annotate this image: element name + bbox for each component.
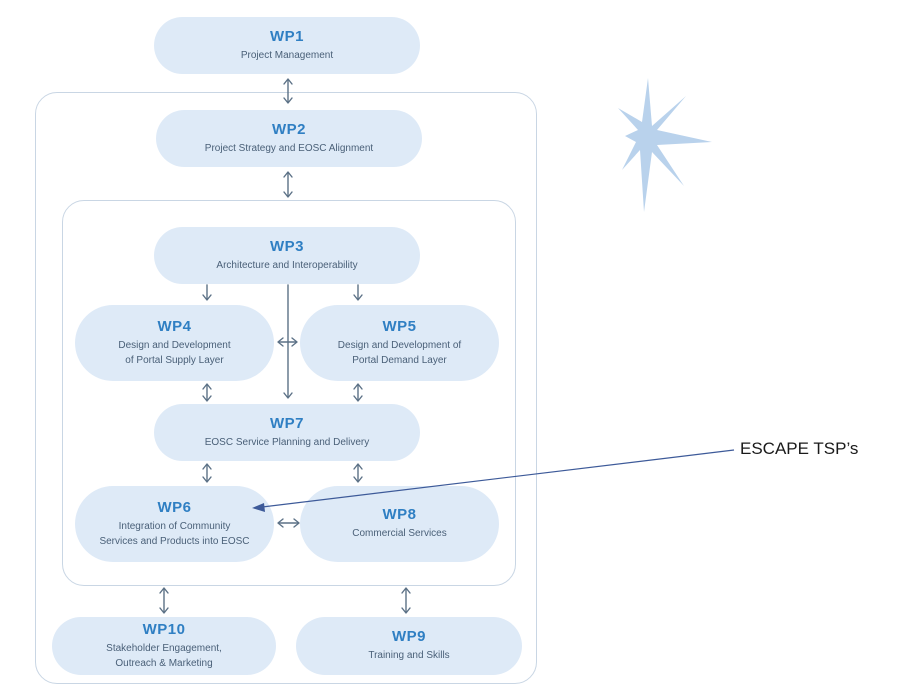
arrow-wp1-wp2: [283, 78, 293, 104]
wp7-description: EOSC Service Planning and Delivery: [204, 436, 370, 448]
wp1-title: WP1: [269, 27, 304, 45]
outer-frame: [35, 92, 537, 684]
wp4-title: WP4: [157, 318, 192, 335]
wp1-box: WP1 Project Management: [154, 17, 420, 74]
wp10-description: Stakeholder Engagement, Outreach & Marke…: [106, 643, 222, 669]
wp2-box: WP2 Project Strategy and EOSC Alignment: [156, 110, 422, 167]
wp6-box: WP6 Integration of Community Services an…: [75, 486, 274, 562]
wp6-description: Integration of Community Services and Pr…: [99, 521, 250, 547]
escape-tsp-annotation: ESCAPE TSP’s: [740, 439, 859, 458]
wp4-box: WP4 Design and Development of Portal Sup…: [75, 305, 274, 381]
wp8-title: WP8: [382, 506, 417, 524]
wp7-box: WP7 EOSC Service Planning and Delivery: [154, 404, 420, 461]
wp3-box: WP3 Architecture and Interoperability: [154, 227, 420, 284]
wp2-title: WP2: [271, 120, 306, 138]
annotation-pointer-arrow: [252, 449, 735, 512]
arrow-wp7-wp6: [202, 463, 212, 483]
wp6-title: WP6: [157, 499, 192, 516]
wp9-box: WP9 Training and Skills: [296, 617, 522, 675]
inner-frame: [62, 200, 516, 586]
arrow-wp3-wp7: [283, 284, 293, 399]
wp1-description: Project Management: [240, 49, 334, 61]
wp4-description: Design and Development of Portal Supply …: [118, 340, 231, 366]
arrow-wp4-wp7: [202, 383, 212, 402]
wp5-box: WP5 Design and Development of Portal Dem…: [300, 305, 499, 381]
wp3-description: Architecture and Interoperability: [216, 259, 358, 271]
star-icon: [618, 78, 712, 212]
wp10-box: WP10 Stakeholder Engagement, Outreach & …: [52, 617, 276, 675]
arrow-wp7-wp8: [353, 463, 363, 483]
wp5-title: WP5: [382, 318, 417, 335]
arrow-wp3-wp5: [353, 284, 363, 301]
arrow-wp3-wp4: [202, 284, 212, 301]
arrow-wp4-wp5: [277, 337, 298, 347]
wp7-title: WP7: [269, 414, 304, 432]
wp9-description: Training and Skills: [368, 650, 450, 662]
arrow-wp6-wp8: [277, 518, 300, 528]
arrow-frame-wp9: [401, 587, 411, 614]
wp5-description: Design and Development of Portal Demand …: [337, 340, 462, 366]
arrow-wp5-wp7: [353, 383, 363, 402]
wp10-title: WP10: [142, 621, 186, 638]
arrow-frame-wp10: [159, 587, 169, 614]
wp9-title: WP9: [391, 628, 426, 646]
wp3-title: WP3: [269, 237, 304, 255]
wp8-description: Commercial Services: [352, 528, 447, 540]
wp2-description: Project Strategy and EOSC Alignment: [204, 142, 374, 154]
arrow-wp2-wp3: [283, 171, 293, 198]
